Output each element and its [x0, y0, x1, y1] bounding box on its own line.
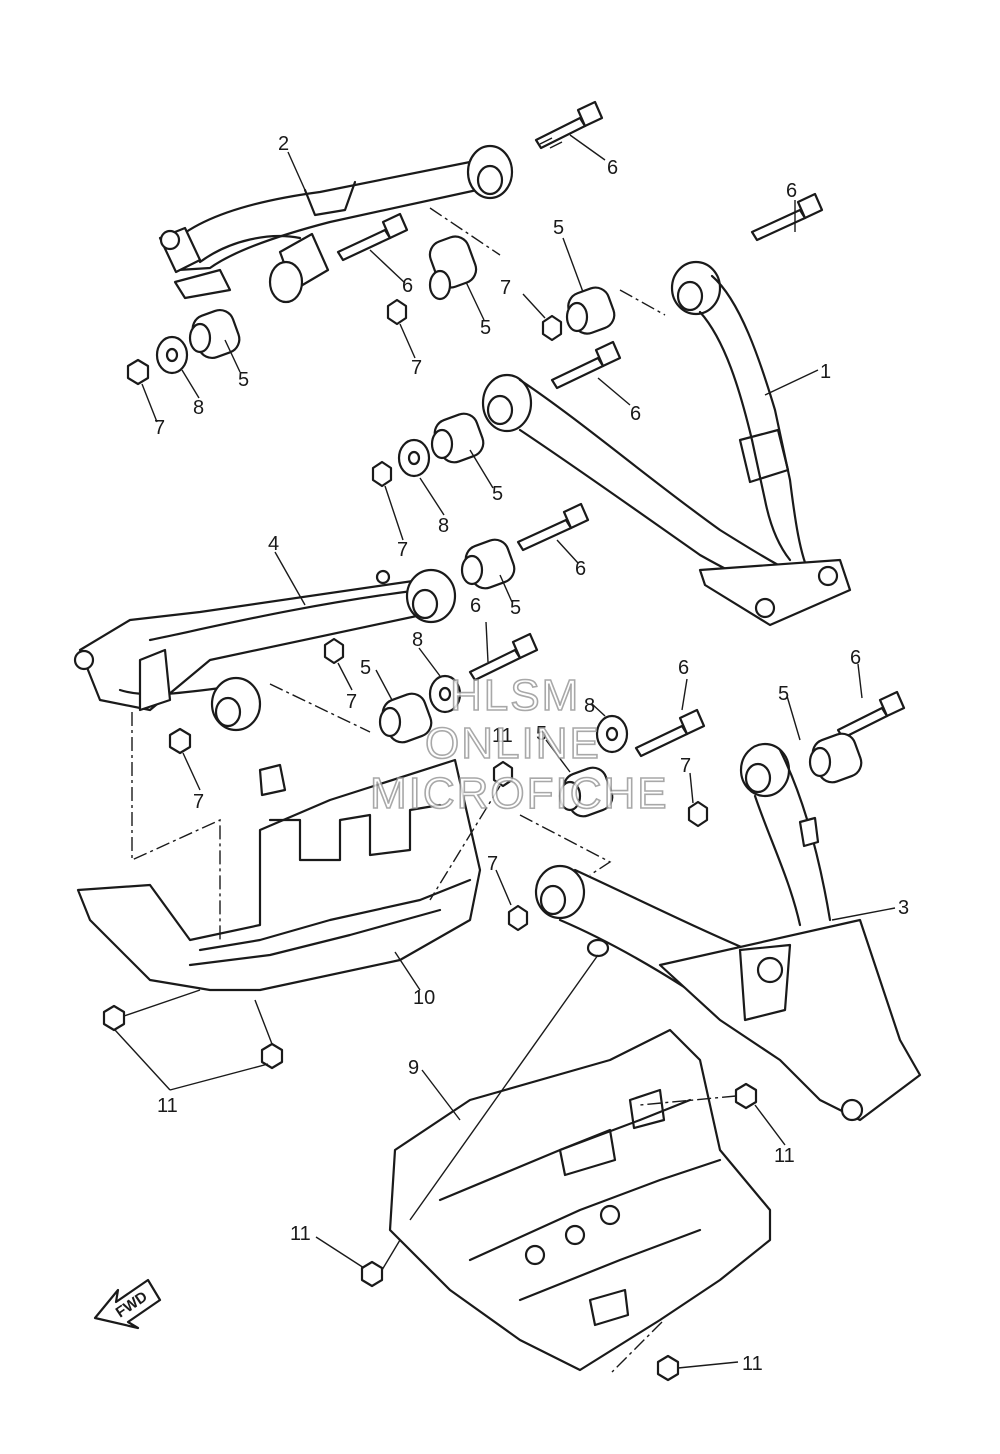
- bushing-5h: [558, 766, 614, 818]
- callout-8b: 8: [438, 515, 449, 537]
- bushing-5d: [430, 412, 485, 464]
- bushing-5e: [460, 538, 516, 590]
- bolt-11b: [254, 999, 284, 1070]
- bolt-6b: [336, 212, 409, 262]
- bushing-5a: [428, 235, 478, 301]
- callout-8a: 8: [193, 397, 204, 419]
- callout-labels: 1 2 3 4 6 6 6 6 6 6 6 6 5 5 5 5 5 5 5 5 …: [154, 133, 909, 1375]
- callout-11c: 11: [290, 1223, 311, 1245]
- callout-7d: 7: [397, 539, 408, 561]
- lower-arm-right: [534, 742, 922, 1122]
- callout-2: 2: [278, 133, 289, 155]
- bolt-6g: [634, 708, 706, 758]
- callout-8d: 8: [584, 695, 595, 717]
- callout-7a: 7: [154, 417, 165, 439]
- callout-6f: 6: [470, 595, 481, 617]
- watermark-line-2: ONLINE: [425, 719, 601, 768]
- callout-7f: 7: [193, 791, 204, 813]
- lower-arm-left: [73, 568, 457, 732]
- bolt-6c: [750, 192, 824, 242]
- callout-7h: 7: [487, 853, 498, 875]
- callout-4: 4: [268, 533, 279, 555]
- callout-6b: 6: [402, 275, 413, 297]
- guard-left: [76, 758, 482, 992]
- nut-7f: [168, 727, 192, 755]
- washer-8b: [397, 438, 431, 478]
- alignment-lines: [131, 207, 666, 1373]
- bolt-6f: [468, 632, 539, 682]
- callout-6g: 6: [678, 657, 689, 679]
- callout-7b: 7: [411, 357, 422, 379]
- callout-11b: 11: [774, 1145, 795, 1167]
- watermark-line-1: HLSM: [450, 671, 580, 720]
- watermark-line-3: MICROFICHE: [370, 769, 669, 818]
- callout-9: 9: [408, 1057, 419, 1079]
- upper-arm-left: [158, 144, 514, 304]
- bolt-11f: [429, 760, 514, 901]
- nut-7e: [323, 637, 345, 665]
- bolt-11a: [102, 989, 201, 1032]
- callout-5a: 5: [480, 317, 491, 339]
- callout-10: 10: [413, 987, 435, 1009]
- bolt-11c: [639, 1082, 758, 1110]
- callout-1: 1: [820, 361, 831, 383]
- callout-6c: 6: [786, 180, 797, 202]
- callout-7e: 7: [346, 691, 357, 713]
- callout-6d: 6: [630, 403, 641, 425]
- bolt-11e: [656, 1354, 680, 1382]
- nut-7g: [687, 800, 709, 828]
- bolt-11d: [360, 1239, 401, 1288]
- bolt-11g: [409, 938, 610, 1221]
- callout-7c: 7: [500, 277, 511, 299]
- nut-7h: [507, 904, 529, 932]
- nut-7a: [126, 358, 150, 386]
- callout-7g: 7: [680, 755, 691, 777]
- watermark: HLSM ONLINE MICROFICHE: [369, 670, 669, 819]
- washer-8a: [155, 335, 189, 375]
- bushing-5f: [378, 692, 433, 744]
- callout-5c: 5: [553, 217, 564, 239]
- callout-3: 3: [898, 897, 909, 919]
- callout-5h: 5: [536, 723, 547, 745]
- bolt-6d: [550, 340, 622, 390]
- bolt-6a: [534, 100, 604, 150]
- callout-11e: 11: [492, 725, 513, 747]
- callout-8c: 8: [412, 629, 423, 651]
- callout-11a: 11: [157, 1095, 178, 1117]
- callout-6a: 6: [607, 157, 618, 179]
- callout-11d: 11: [742, 1353, 763, 1375]
- bushing-5c: [565, 286, 616, 335]
- callout-5f: 5: [360, 657, 371, 679]
- leader-lines: [114, 134, 896, 1369]
- nut-7c: [541, 314, 563, 342]
- bushing-5g: [808, 732, 863, 784]
- washer-8d: [595, 714, 629, 754]
- callout-5g: 5: [778, 683, 789, 705]
- callout-5d: 5: [492, 483, 503, 505]
- callout-6e: 6: [575, 558, 586, 580]
- nut-7d: [371, 460, 393, 488]
- callout-6h: 6: [850, 647, 861, 669]
- upper-arm-right: [481, 260, 852, 627]
- bolt-6e: [516, 502, 590, 552]
- callout-5e: 5: [510, 597, 521, 619]
- nut-7b: [386, 298, 408, 326]
- washer-8c: [428, 674, 462, 714]
- callout-5b: 5: [238, 369, 249, 391]
